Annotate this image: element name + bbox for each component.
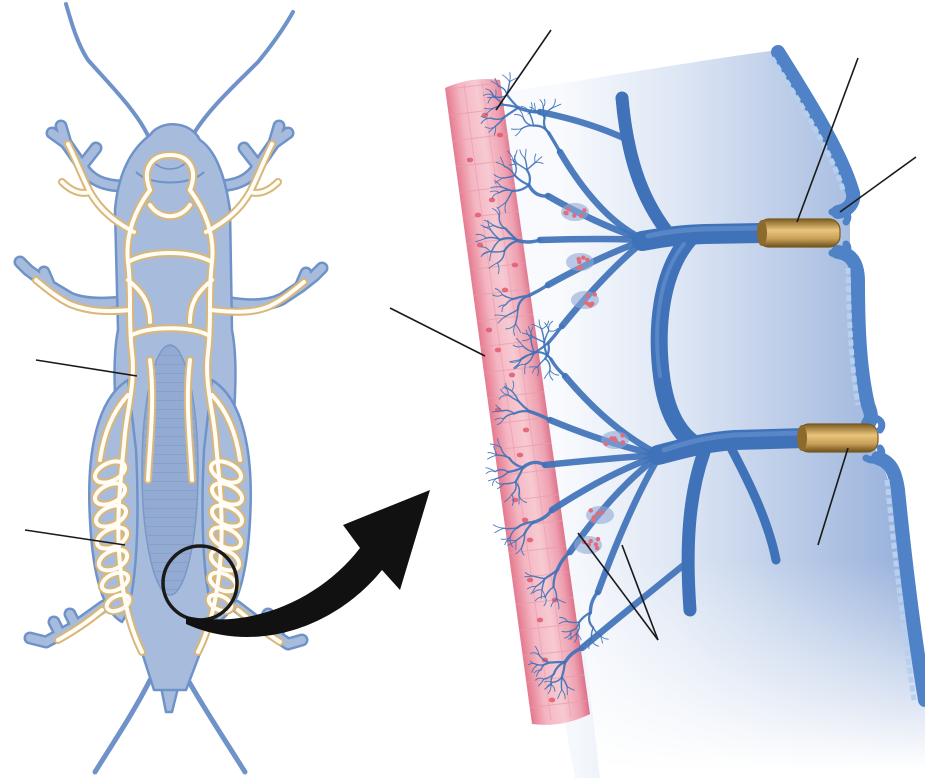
end-cell-dot (585, 258, 589, 262)
tracheole (495, 528, 504, 532)
muscle-nucleus (497, 133, 503, 138)
end-cell-dot (594, 542, 598, 546)
muscle-nucleus (527, 538, 533, 543)
end-cell-dot (576, 266, 580, 270)
tracheole (493, 525, 503, 528)
end-cell-dot (591, 517, 595, 521)
spiracle-tube (798, 424, 878, 452)
end-cell-dot (582, 208, 586, 212)
leader-line (390, 308, 485, 356)
spiracle-tube (758, 219, 840, 247)
end-cell-dot (579, 214, 583, 218)
muscle-nucleus (512, 263, 518, 268)
muscle-nucleus (527, 578, 533, 583)
left-front-leg (52, 126, 124, 186)
muscle-nucleus (467, 158, 473, 163)
end-cell-dot (572, 213, 576, 217)
muscle-nucleus (502, 288, 508, 293)
tracheole (510, 73, 511, 82)
end-cell-dot (593, 292, 597, 296)
tracheole (503, 75, 510, 82)
left-antenna (66, 4, 150, 140)
end-cell-dot (621, 440, 625, 444)
tissue-fade (575, 560, 925, 778)
end-cell-dot (563, 211, 567, 215)
end-cell-dot (577, 260, 581, 264)
tracheole (518, 240, 540, 242)
cricket-illustration (20, 4, 322, 772)
muscle-nucleus (475, 213, 481, 218)
right-front-leg (216, 126, 288, 186)
tracheole (549, 662, 565, 663)
end-cell-dot (620, 433, 624, 437)
muscle-nucleus (549, 698, 555, 703)
muscle-nucleus (537, 618, 543, 623)
muscle-nucleus (509, 373, 515, 378)
end-cell-dot (586, 293, 590, 297)
right-cercus (188, 680, 245, 772)
tracheole (561, 677, 562, 690)
end-cell-dot (586, 302, 590, 306)
tracheole (488, 478, 497, 481)
end-cell-dot (589, 508, 593, 512)
end-cell-dot (600, 510, 604, 514)
tracheole (486, 471, 495, 474)
end-cell-dot (566, 207, 570, 211)
end-cell-dot (589, 539, 593, 543)
spiracle-opening (757, 220, 767, 246)
end-cell-dot (596, 511, 600, 515)
left-cercus (95, 680, 150, 772)
muscle-nucleus (495, 348, 501, 353)
end-cell-dot (596, 537, 600, 541)
muscle-nucleus (512, 498, 518, 503)
muscle-nucleus (517, 453, 523, 458)
right-middle-leg (226, 268, 322, 305)
end-cell-dot (613, 438, 617, 442)
end-cell-dot (581, 256, 585, 260)
muscle-nucleus (523, 428, 529, 433)
end-cell-dot (595, 546, 599, 550)
tracheal-branch (540, 239, 645, 240)
muscle-nucleus (486, 328, 492, 333)
spiracle-opening (797, 425, 807, 451)
end-cell-dot (604, 442, 608, 446)
tissue-detail (445, 50, 925, 778)
